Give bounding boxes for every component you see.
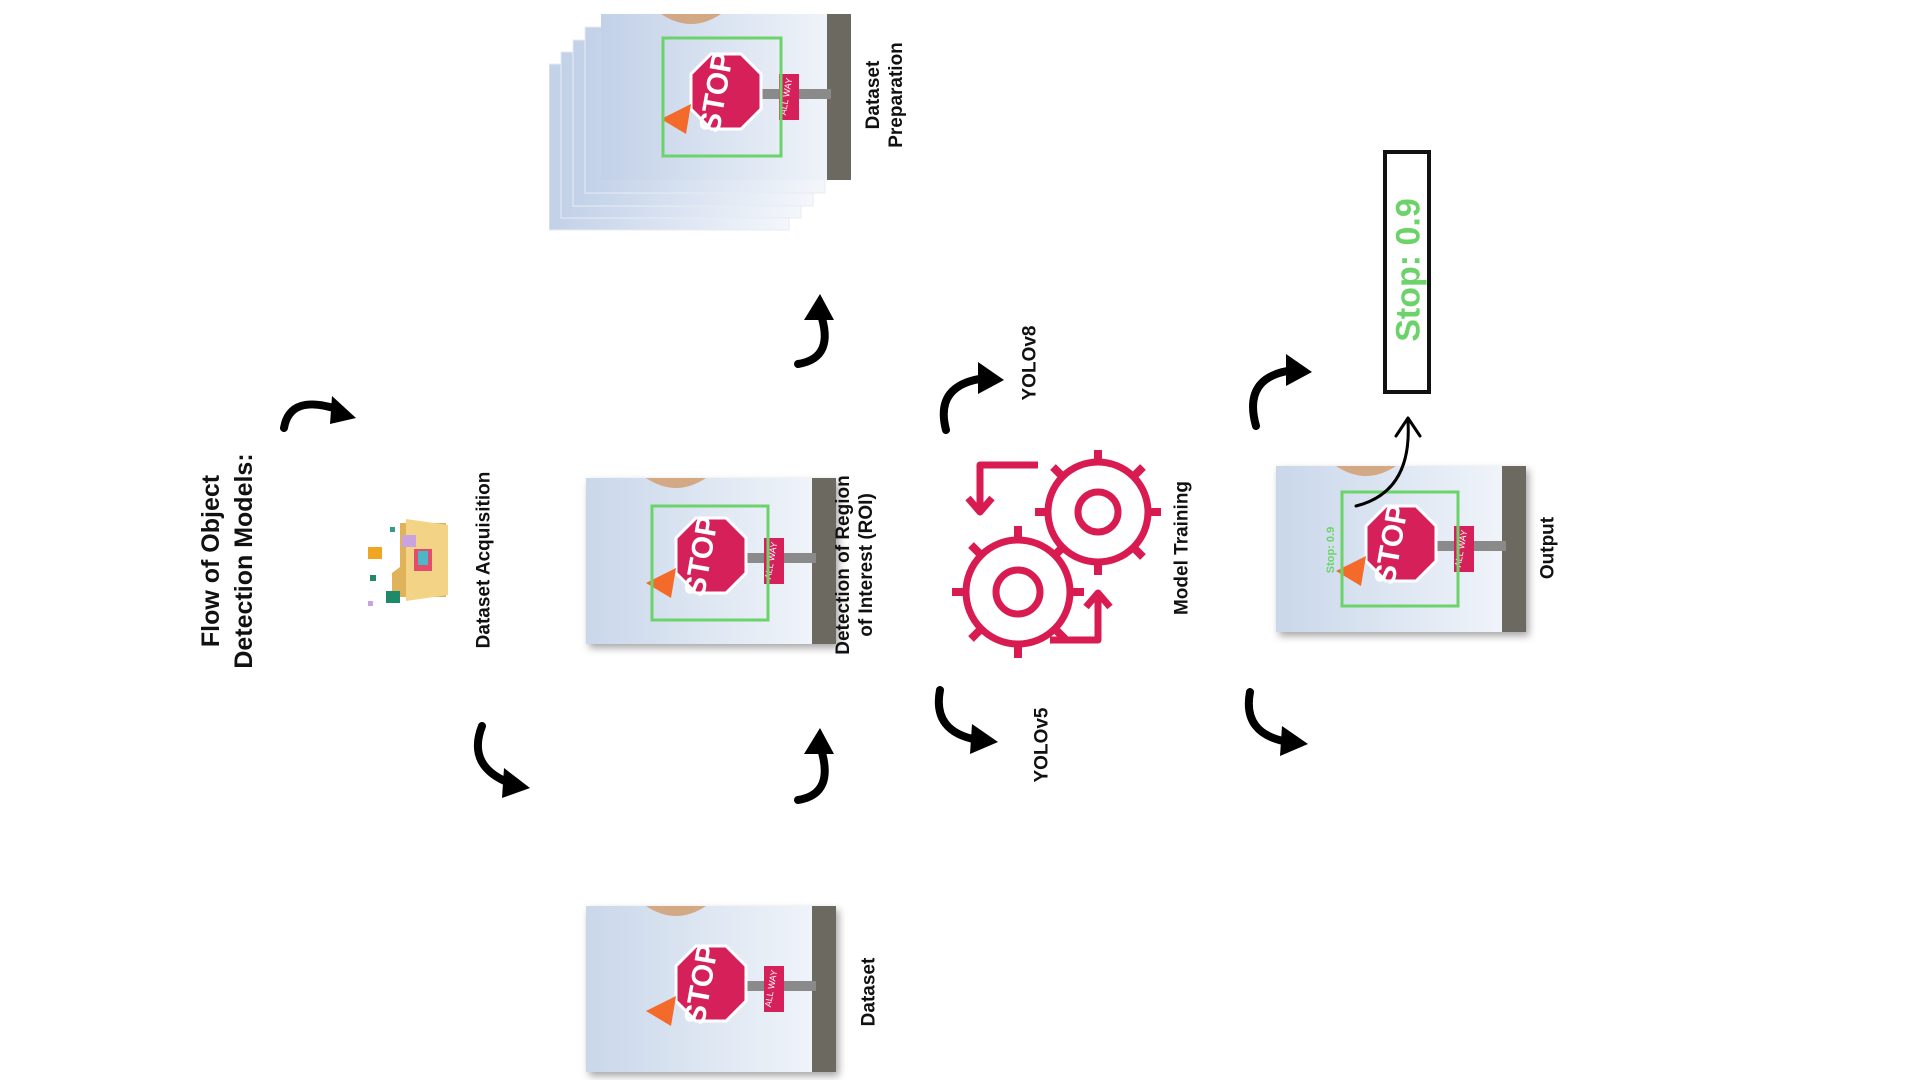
gears-icon — [952, 450, 1161, 658]
diagram-title: Flow of Object Detection Models: — [195, 453, 261, 668]
output-bounding-box — [1340, 490, 1460, 608]
curved-arrow-icon — [473, 722, 530, 798]
yolov8-label: YOLOv8 — [1019, 325, 1041, 401]
prep-bounding-box — [661, 36, 783, 158]
curved-arrow-icon — [939, 362, 1004, 434]
output-result-box — [1383, 150, 1431, 394]
curved-arrow-icon — [1354, 416, 1422, 508]
output-photo: STOP ALL WAY Stop: 0.9 — [1276, 466, 1526, 632]
output-label: Output — [1537, 516, 1559, 580]
title-line-2: Detection Models: — [230, 453, 258, 669]
roi-bounding-box — [650, 504, 770, 622]
curved-arrow-icon — [280, 396, 356, 432]
curved-arrow-icon — [794, 728, 834, 804]
model-training-label: Model Training — [1171, 480, 1193, 616]
dataset-photo: STOP ALL WAY — [586, 906, 836, 1072]
roi-label-line-2: of Interest (ROI) — [856, 493, 877, 637]
dataset-preparation-label: Dataset Preparation — [862, 42, 908, 148]
dataset-label: Dataset — [858, 957, 880, 1027]
folder-icon — [368, 519, 448, 606]
roi-label-line-1: Detection of Region — [833, 475, 854, 655]
dataset-preparation-stack: STOP ALL WAY — [549, 14, 859, 234]
prep-label-line-2: Preparation — [886, 42, 907, 148]
roi-label: Detection of Region of Interest (ROI) — [832, 475, 878, 654]
prep-label-line-1: Dataset — [863, 60, 884, 130]
title-line-1: Flow of Object — [197, 474, 225, 648]
curved-arrow-icon — [934, 686, 998, 754]
output-result-text: Stop: 0.9 — [1389, 198, 1428, 342]
curved-arrow-icon — [1249, 354, 1312, 430]
curved-arrow-icon — [794, 294, 834, 368]
curved-arrow-icon — [1244, 688, 1308, 756]
dataset-acquisition-label: Dataset Acquisition — [473, 471, 495, 649]
detection-small-label: Stop: 0.9 — [1325, 527, 1337, 573]
roi-photo: STOP ALL WAY — [586, 478, 836, 644]
yolov5-label: YOLOv5 — [1031, 707, 1053, 783]
